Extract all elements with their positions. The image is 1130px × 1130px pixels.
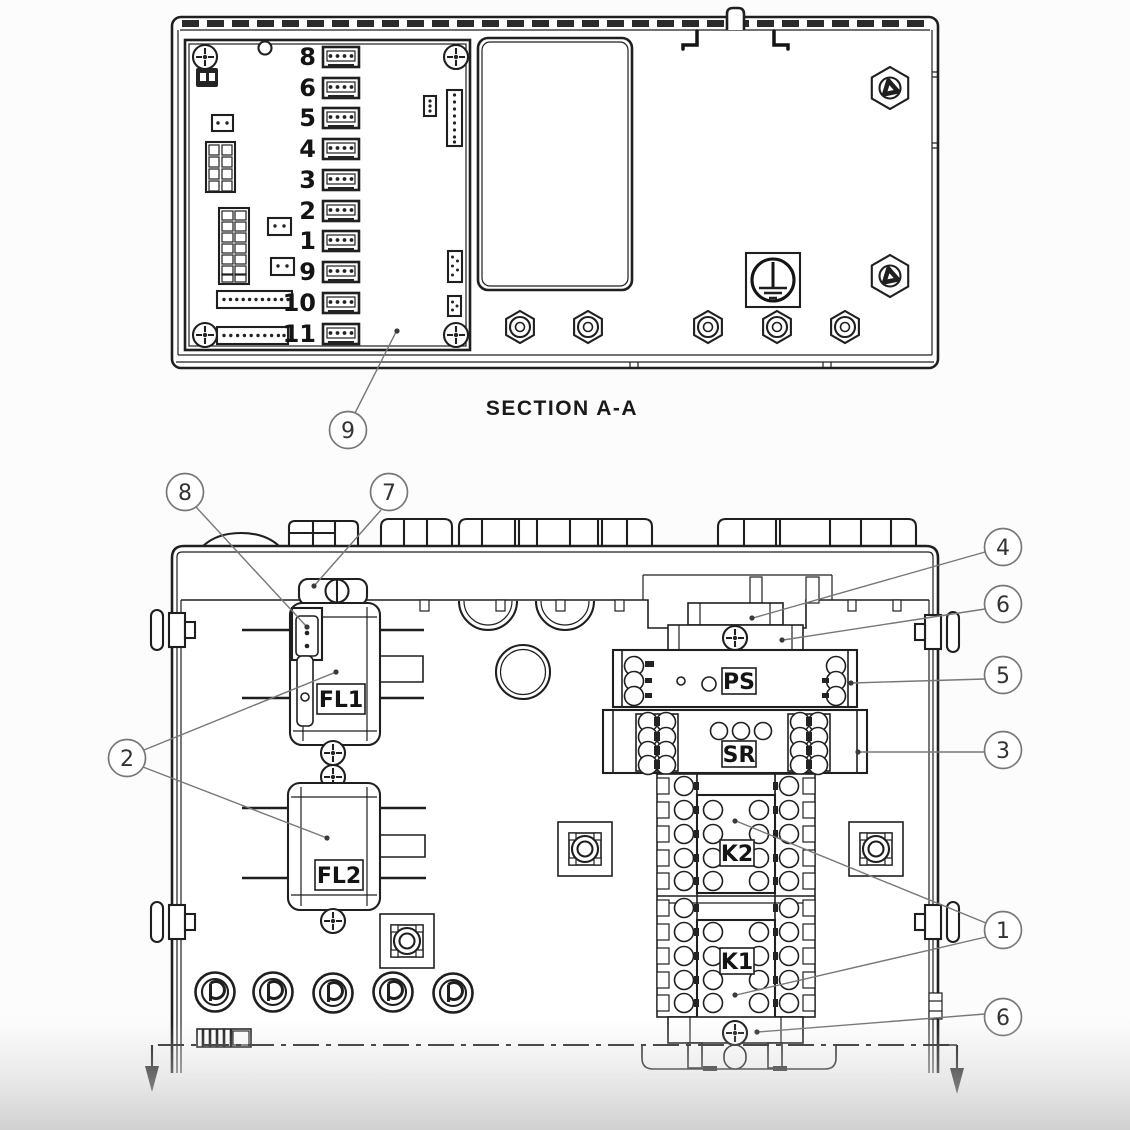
- pcb-connector-label-3: 3: [299, 166, 316, 194]
- section-title: SECTION A-A: [486, 397, 638, 420]
- pcb-connector-label-9: 9: [299, 258, 316, 286]
- display-window: [476, 36, 634, 292]
- screw-icon: [721, 624, 749, 652]
- screw-icon: [191, 321, 219, 349]
- pcb: 8 6 5 4 3 2 1 9 10 11: [183, 38, 472, 352]
- balloon-2-label: 2: [120, 747, 134, 772]
- fl2-filter: FL2: [242, 781, 426, 935]
- hanging-bracket: [681, 6, 790, 51]
- screw-icon: [319, 907, 347, 935]
- pcb-right-connectors: [422, 88, 464, 318]
- screw-icon: [721, 1019, 749, 1047]
- ps-module: PS: [611, 648, 859, 709]
- balloon-9: 9: [328, 410, 368, 450]
- pcb-connector-label-5: 5: [299, 104, 316, 132]
- ps-label: PS: [723, 670, 755, 695]
- balloon-1-label: 1: [996, 919, 1010, 944]
- ground-symbol: [744, 251, 802, 309]
- pcb-connector-label-8: 8: [299, 43, 316, 71]
- balloon-6-top-label: 6: [996, 593, 1010, 618]
- balloon-7: 7: [369, 472, 409, 512]
- cable-entry-cutouts: [457, 600, 596, 701]
- pcb-numbered-connectors: 8 6 5 4 3 2 1 9 10 11: [283, 43, 361, 348]
- sr-module: SR: [601, 708, 869, 776]
- top-terminal-blocks: [202, 517, 918, 547]
- balloon-7-label: 7: [382, 481, 396, 506]
- balloon-2: 2: [107, 738, 147, 778]
- leader-dots: [304, 328, 861, 1035]
- section-arrow: [940, 1044, 964, 1094]
- interior-view: FL1 FL2: [145, 517, 964, 1094]
- pcb-hole: [257, 40, 273, 56]
- fl1-filter: FL1: [242, 577, 424, 791]
- hex-nut-icon: [872, 67, 908, 109]
- fl2-label: FL2: [317, 864, 361, 889]
- balloon-4-label: 4: [996, 536, 1010, 561]
- hex-nut-icon: [872, 255, 908, 297]
- section-arrow: [145, 1045, 159, 1092]
- balloon-3: 3: [983, 730, 1023, 770]
- pcb-connector-label-2: 2: [299, 197, 316, 225]
- balloon-6-top: 6: [983, 584, 1023, 624]
- pcb-connector-label-4: 4: [299, 135, 316, 163]
- mounting-standoff: [847, 820, 905, 878]
- screw-icon: [191, 43, 219, 71]
- balloon-9-label: 9: [341, 419, 355, 444]
- screw-icon: [442, 43, 470, 71]
- screw-icon: [442, 321, 470, 349]
- ps-mounting-bracket: [667, 602, 804, 652]
- pcb-connector-label-10: 10: [283, 289, 316, 317]
- balloon-6-bottom-label: 6: [996, 1006, 1010, 1031]
- balloon-6-bottom: 6: [983, 997, 1023, 1037]
- k1-label: K1: [721, 950, 753, 975]
- balloon-4: 4: [983, 527, 1023, 567]
- section-view: 8 6 5 4 3 2 1 9 10 11: [170, 6, 940, 420]
- balloon-3-label: 3: [996, 739, 1010, 764]
- screw-icon: [319, 739, 347, 767]
- pcb-connector-label-6: 6: [299, 74, 316, 102]
- pcb-connector-label-1: 1: [299, 227, 316, 255]
- balloon-8-label: 8: [178, 481, 192, 506]
- balloon-5: 5: [983, 655, 1023, 695]
- k2-label: K2: [721, 842, 753, 867]
- balloon-1: 1: [983, 910, 1023, 950]
- balloon-5-label: 5: [996, 664, 1010, 689]
- balloon-8: 8: [165, 472, 205, 512]
- pcb-connector-label-11: 11: [283, 320, 316, 348]
- pcb-left-connectors: [196, 68, 296, 346]
- sr-label: SR: [723, 743, 756, 768]
- mounting-standoff: [378, 912, 436, 970]
- mounting-standoff: [556, 820, 614, 878]
- fl1-label: FL1: [319, 688, 363, 713]
